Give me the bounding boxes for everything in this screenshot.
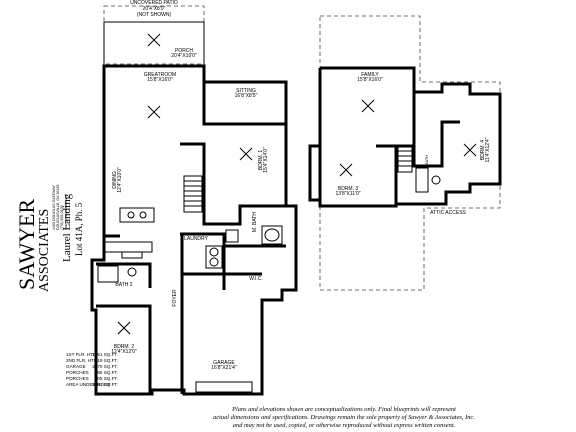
room-label-bath: BATH (424, 155, 429, 165)
first-floor-plan: UNCOVERED PATIO 20'4"X8'0" (NOT SHOWN) P… (90, 0, 298, 396)
area-value: 205 SQ.FT. (95, 376, 118, 381)
bath-sink-2 (431, 175, 441, 185)
area-value: 3681 SQ.FT. (92, 382, 118, 387)
room-label-sitting: SITTING (236, 88, 256, 94)
room-dims: 20'4"X10'0" (171, 53, 197, 59)
greatroom-bedroom-wall (180, 142, 206, 206)
room-label-garage: GARAGE (213, 360, 235, 366)
disclaimer-line: actual dimensions and specifications. Dr… (213, 414, 475, 421)
disclaimer: Plans and elevations shown are conceptua… (213, 406, 475, 429)
room-dims: 12'4"X10'0" (117, 167, 123, 193)
logo-address-line: sawyerassociates.com (64, 194, 68, 230)
room-dims: 11'4"X12'4" (485, 137, 491, 162)
area-table: 1ST FLR. HTD. 1951 SQ.FT. 2ND FLR. HTD. … (66, 352, 118, 387)
room-label-uncovered-patio: UNCOVERED PATIO (130, 0, 178, 6)
disclaimer-line: and may not be used, copied, or otherwis… (233, 422, 456, 429)
room-dims: 15'8"X16'0" (147, 77, 173, 83)
room-label-family: FAMILY (361, 72, 379, 78)
room-note: (NOT SHOWN) (137, 12, 172, 18)
plan-title: Laurel Landing (61, 193, 73, 262)
room-label-bdrm3: BDRM. 3 (338, 186, 359, 192)
room-label-bdrm1: BDRM. 1 (258, 150, 264, 171)
room-label-laundry: LAUNDRY (184, 236, 208, 242)
area-label: 1ST FLR. HTD. (66, 352, 98, 357)
room-label-foyer: FOYER (172, 289, 178, 307)
company-logo-2: ASSOCIATES (37, 209, 52, 292)
room-label-greatroom: GREATROOM (144, 72, 176, 78)
island-sink (139, 211, 147, 219)
logo-address-line: (770) 555-0100 (60, 205, 64, 230)
bath2-wall (96, 262, 152, 288)
room-dims: 12'4"X12'0" (111, 349, 137, 355)
kitchen-counter (103, 241, 153, 253)
room-dims: 15'4"X14'0" (263, 147, 269, 173)
room-dims: 15'8"X16'0" (357, 77, 383, 83)
first-floor-stairs (183, 175, 203, 213)
bath-wall-2 (412, 92, 460, 168)
area-value: 2870 SQ.FT. (92, 364, 118, 369)
bath2-tub (97, 265, 119, 283)
bath-tub-2 (415, 167, 429, 193)
company-logo: SAWYER (14, 199, 39, 290)
ceiling-fan-icon (117, 33, 253, 335)
sitting-wall (202, 82, 286, 126)
logo-address: 4400 DOUGLAS GATEWAY (52, 185, 56, 230)
ceiling-fan-icon (339, 99, 477, 177)
plan-subtitle: Lot 41A, Ph. 5 (74, 202, 84, 256)
second-floor-stairs (397, 145, 413, 173)
kitchen-island (119, 207, 155, 223)
range (121, 251, 143, 259)
laundry-wall (180, 232, 226, 290)
room-dims: 16'8"X8'5" (235, 93, 258, 99)
logo-address-2: DOUGLASVILLE, GA 30135 (56, 185, 60, 230)
logo-address-line: 4400 DOUGLAS GATEWAY (52, 185, 56, 230)
island-sink (127, 211, 135, 219)
porch-outline (103, 21, 205, 67)
room-label-bdrm2: BDRM. 2 (114, 344, 135, 350)
room-dims: 16'8"X21'4" (211, 365, 237, 371)
logo-address-4: sawyerassociates.com (64, 194, 68, 230)
logo-address-3: (770) 555-0100 (60, 205, 64, 230)
bdrm2-wall (96, 304, 152, 394)
room-label-m-bath: M. BATH (252, 212, 258, 232)
logo-line-1: SAWYER (14, 199, 39, 290)
logo-line-2: ASSOCIATES (37, 209, 52, 292)
room-dims: 20'4"X8'0" (143, 6, 166, 12)
area-value: 465 SQ.FT. (95, 370, 118, 375)
bdrm3-wall (376, 144, 398, 206)
bath-wall (202, 204, 296, 226)
room-label-bdrm4: BDRM. 4 (480, 140, 486, 161)
area-value: 919 SQ.FT. (95, 358, 118, 363)
bath2-sink (127, 267, 137, 277)
area-label: AREA UNDER ROOF (66, 382, 111, 387)
disclaimer-line: Plans and elevations shown are conceptua… (231, 406, 456, 413)
plan-title-text: Laurel Landing (61, 193, 73, 262)
tub-basin (264, 228, 280, 242)
area-label: PORCHES (66, 376, 89, 381)
area-value: 1951 SQ.FT. (92, 352, 118, 357)
room-label-bath2: BATH 2 (115, 282, 132, 288)
garage-door (195, 381, 253, 393)
second-floor-exterior-wall (308, 66, 502, 208)
bathtub (261, 225, 283, 245)
area-label: 2ND FLR. HTD. (66, 358, 98, 363)
room-label-dining: DINING (112, 171, 118, 189)
plan-subtitle-text: Lot 41A, Ph. 5 (74, 202, 84, 256)
room-dims: 13'8"X11'0" (335, 191, 360, 197)
area-label: PORCHES (66, 370, 89, 375)
room-label-attic-access: ATTIC ACCESS (430, 210, 466, 216)
shower (225, 229, 239, 243)
logo-address-line: DOUGLASVILLE, GA 30135 (56, 185, 60, 230)
roof-outline (319, 15, 501, 291)
room-label-wic: W.I.C. (249, 276, 263, 282)
laundry-appliances (205, 245, 223, 269)
room-label-porch: PORCH (175, 48, 193, 54)
second-floor-plan: FAMILY 15'8"X16'0" BDRM. 3 13'8"X11'0" B… (308, 15, 502, 291)
area-label: GARAGE (66, 364, 86, 369)
